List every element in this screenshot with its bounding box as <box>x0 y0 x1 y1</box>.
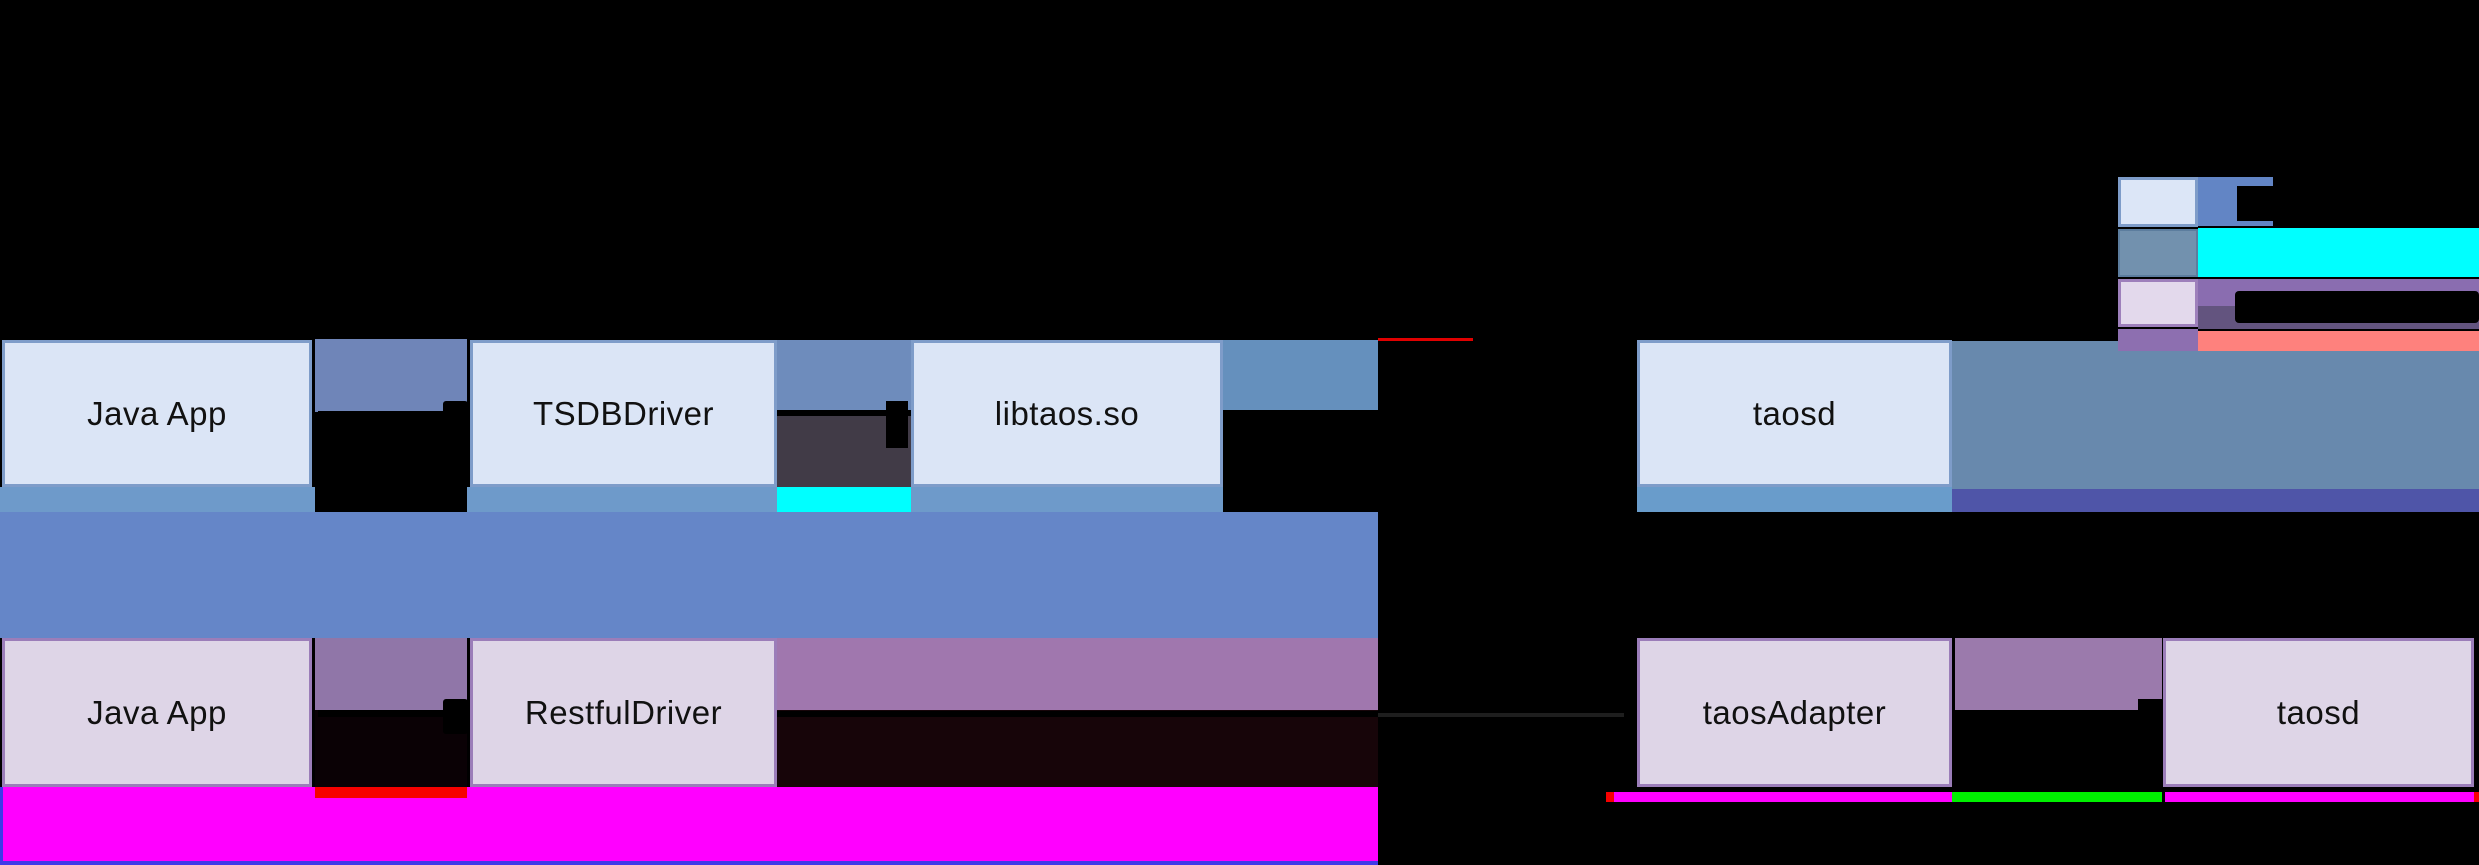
node-java-app-rest-label: Java App <box>87 693 227 731</box>
arrowhead-jni-1 <box>443 401 468 421</box>
arrowhead-rest-1 <box>443 699 468 734</box>
arrow-shaft-rest-3 <box>1958 711 2158 717</box>
node-restfuldriver-label: RestfulDriver <box>524 693 723 731</box>
magenta-strip-under-taosadapter <box>1614 792 1952 802</box>
connector-javaapp-tsdbdriver-dark <box>315 412 467 512</box>
strip-under-java-app-jni <box>0 487 315 512</box>
steel-segment-right-of-libtaos <box>1223 340 1378 410</box>
magenta-strip-under-taosd-bottom <box>2165 792 2474 802</box>
node-restfuldriver: RestfulDriver <box>470 638 777 787</box>
left-edge-violet-line <box>0 787 3 865</box>
node-java-app-jni: Java App <box>2 340 312 487</box>
node-taosadapter-label: taosAdapter <box>1702 693 1887 731</box>
legend-bar-cyan <box>2198 228 2479 277</box>
red-sliver-right-edge <box>2474 792 2479 802</box>
node-tsdbdriver: TSDBDriver <box>470 340 777 487</box>
arrowhead-into-taosadapter <box>1624 706 1641 722</box>
red-line-segment <box>1378 338 1473 341</box>
cornflower-band <box>0 512 1378 638</box>
indigo-strip <box>1952 489 2479 512</box>
legend-swatch-steel <box>2118 229 2198 277</box>
connector-javaapp-restfuldriver-dark <box>315 710 467 787</box>
legend-swatch-rest-box <box>2118 279 2198 327</box>
connector-javaapp-tsdbdriver <box>315 339 467 412</box>
node-taosd-top: taosd <box>1637 340 1952 487</box>
legend-swatch-jni-box <box>2118 177 2198 227</box>
rest-band-dark <box>777 710 1378 787</box>
legend-text-blob-1 <box>2237 186 2277 221</box>
rest-band <box>777 638 1378 710</box>
arrowhead-rest-3 <box>2138 699 2163 741</box>
node-java-app-jni-label: Java App <box>87 394 227 432</box>
legend-swatch-rest-connector <box>2118 329 2198 351</box>
arrow-shaft-rest-1 <box>318 710 467 717</box>
strip-under-tsdbdriver <box>467 487 777 512</box>
magenta-band <box>0 787 1378 861</box>
connector-javaapp-restfuldriver <box>315 638 467 710</box>
arrow-shaft-jni-2 <box>782 410 908 416</box>
node-tsdbdriver-label: TSDBDriver <box>532 394 714 432</box>
red-highlight-strip <box>315 787 467 798</box>
node-libtaos-label: libtaos.so <box>994 394 1140 432</box>
arrowhead-jni-2 <box>886 401 908 448</box>
red-sliver-left-of-magenta <box>1606 792 1614 802</box>
connector-taosadapter-taosd <box>1955 638 2162 710</box>
steel-region-right-of-taosd <box>1952 341 2479 489</box>
bottom-violet-line <box>0 861 1378 865</box>
cyan-highlight-strip <box>777 487 911 512</box>
node-taosd-bottom: taosd <box>2163 638 2474 787</box>
node-taosd-top-label: taosd <box>1752 394 1837 432</box>
connector-tsdbdriver-libtaos <box>777 340 911 410</box>
node-java-app-rest: Java App <box>2 638 312 787</box>
legend-text-blob-3 <box>2235 291 2479 323</box>
arrow-shaft-rest-2 <box>777 711 1378 717</box>
strip-under-taosd-top <box>1637 487 1952 512</box>
legend-bar-salmon <box>2198 331 2479 351</box>
node-taosadapter: taosAdapter <box>1637 638 1952 787</box>
node-libtaos: libtaos.so <box>911 340 1223 487</box>
arrow-shaft-rest-2-faint <box>1378 713 1630 717</box>
arrow-shaft-jni-3 <box>1225 410 1378 416</box>
strip-under-libtaos <box>911 487 1223 512</box>
green-highlight-strip <box>1952 792 2162 802</box>
node-taosd-bottom-label: taosd <box>2276 693 2361 731</box>
arrow-shaft-jni-1 <box>318 411 467 417</box>
legend <box>2110 170 2479 355</box>
